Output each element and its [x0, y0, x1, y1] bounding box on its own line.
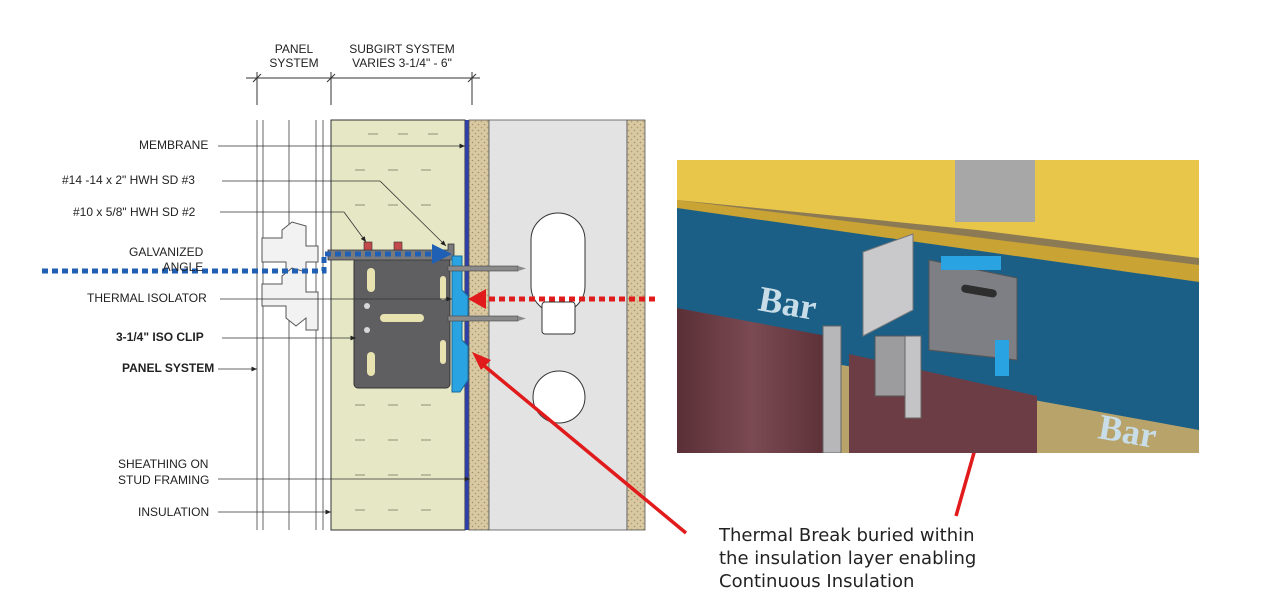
label-sheathing: SHEATHING ON STUD FRAMING [118, 457, 210, 487]
stud-knockout-round [532, 370, 586, 424]
red-heat-path-arrow [468, 289, 655, 309]
label-screw-2: #10 x 5/8" HWH SD #2 [73, 205, 196, 219]
callout-arrow-diagram [472, 352, 688, 535]
label-iso-clip: 3-1/4" ISO CLIP [116, 330, 204, 344]
label-galvanized-angle: GALVANIZED ANGLE [129, 245, 204, 274]
blue-heat-path-arrow [42, 244, 452, 274]
label-screw-3: #14 -14 x 2" HWH SD #3 [62, 173, 195, 187]
thermal-isolator [451, 255, 469, 393]
stud-knockout-square [541, 301, 576, 335]
brand-text-2: Bar [1096, 406, 1160, 453]
stud-knockout-slot [530, 212, 586, 314]
panel-system-lines [256, 120, 324, 530]
label-panel-system: PANEL SYSTEM [122, 361, 215, 375]
label-insulation: INSULATION [138, 505, 210, 519]
dimension-lines [246, 72, 480, 105]
label-membrane: MEMBRANE [139, 138, 209, 152]
dim-panel-system: PANEL SYSTEM [269, 42, 319, 70]
label-thermal-isolator: THERMAL ISOLATOR [87, 291, 207, 305]
leader-lines [218, 143, 470, 515]
screw-14 [447, 265, 526, 272]
interior-board [626, 119, 646, 531]
screw-14-lower [447, 315, 526, 322]
sheathing [468, 119, 490, 531]
membrane-line [465, 120, 469, 530]
dim-subgirt-system: SUBGIRT SYSTEM VARIES 3-1/4" - 6" [349, 42, 455, 70]
insulation-hatch [355, 133, 438, 511]
panel-clip-profile [261, 221, 319, 331]
clip-installation-photo: Bar Bar [677, 160, 1199, 453]
iso-clip [353, 257, 451, 389]
screw-10 [363, 241, 403, 251]
thermal-break-callout: Thermal Break buried within the insulati… [719, 525, 977, 592]
brand-text-1: Bar [756, 278, 820, 327]
